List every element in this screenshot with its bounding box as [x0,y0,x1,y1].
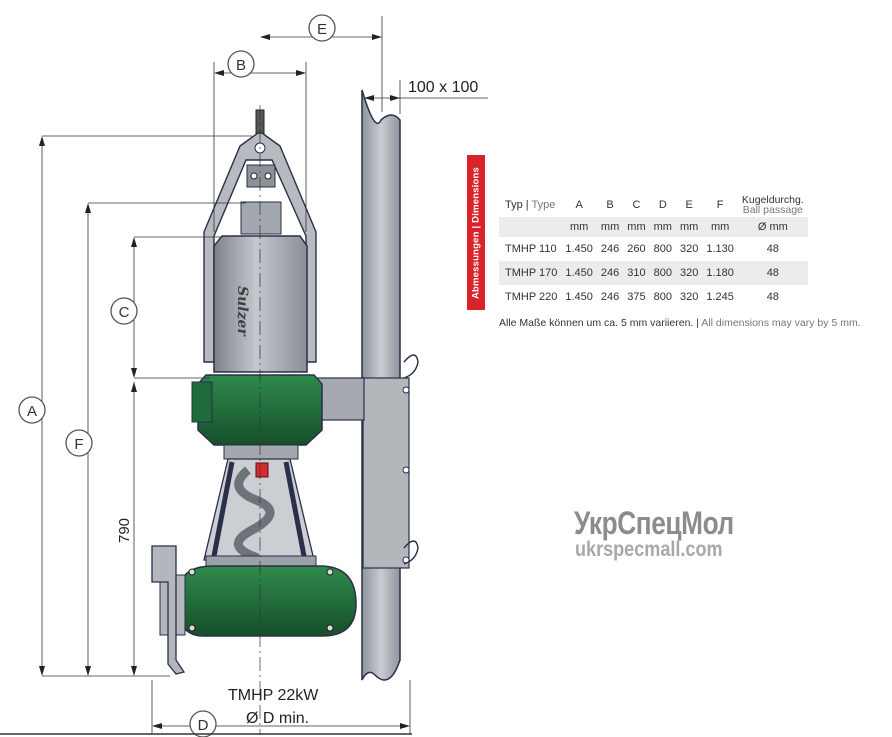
dimension-a: A [18,135,252,677]
table-units-row: mm mm mm mm mm mm Ø mm [499,217,808,237]
dimensions-band-label: Abmessungen | Dimensions [470,166,482,299]
auger-frame [203,458,317,567]
bearing-housing [191,374,323,460]
dimension-f: F [65,202,246,676]
lifting-bail [203,109,317,363]
header-c: C [632,198,641,211]
guide-rail [317,89,419,681]
watermark-title: УкрСпецМол [574,505,734,541]
header-a: A [575,198,583,211]
table-row: TMHP 220 1.450 246 375 800 320 1.245 48 [505,291,779,303]
table-row: TMHP 170 1.450 246 310 800 320 1.180 48 [499,261,808,285]
motor-housing: Sulzer [213,235,308,373]
dimension-790: 790 [116,382,137,676]
diameter-caption: Ø D min. [246,710,309,727]
dimensions-table: Typ | Type A B C D E F Kugeldurchg. Ball… [499,192,808,309]
header-d: D [658,198,667,211]
dimension-b: B [213,50,307,232]
dimensions-note: Alle Maße können um ca. 5 mm variieren. … [499,317,861,329]
motor-brand-label: Sulzer [234,286,250,337]
pump-volute [151,545,357,675]
dimension-mast: 100 x 100 [364,79,488,114]
dimension-c: C [110,236,222,379]
dimension-a-label: A [27,403,37,420]
dimension-c-label: C [119,304,130,321]
header-e: E [685,198,693,211]
dimension-b-label: B [236,57,246,74]
dimension-e: E [260,14,383,112]
header-b: B [606,198,614,211]
note-english: All dimensions may vary by 5 mm. [701,317,861,329]
dimension-e-label: E [317,21,327,38]
header-type: Typ | Type [505,198,556,211]
table-row: TMHP 110 1.450 246 260 800 320 1.130 48 [505,243,779,255]
watermark-url: ukrspecmall.com [575,538,723,561]
dimension-d-label: D [198,717,209,734]
dimension-d: D TMHP 22kW Ø D min. [151,680,411,737]
table-header-row: Typ | Type A B C D E F Kugeldurchg. Ball… [499,192,808,217]
mast-size-label: 100 x 100 [408,79,478,96]
header-f: F [716,198,724,211]
dimension-f-label: F [74,436,83,453]
dimension-790-label: 790 [116,518,133,543]
note-german: Alle Maße können um ca. 5 mm variieren. [499,317,694,329]
dimensions-band: Abmessungen | Dimensions [467,155,485,310]
header-ball-passage: Kugeldurchg. Ball passage [741,193,804,216]
model-caption: TMHP 22kW [228,687,319,704]
